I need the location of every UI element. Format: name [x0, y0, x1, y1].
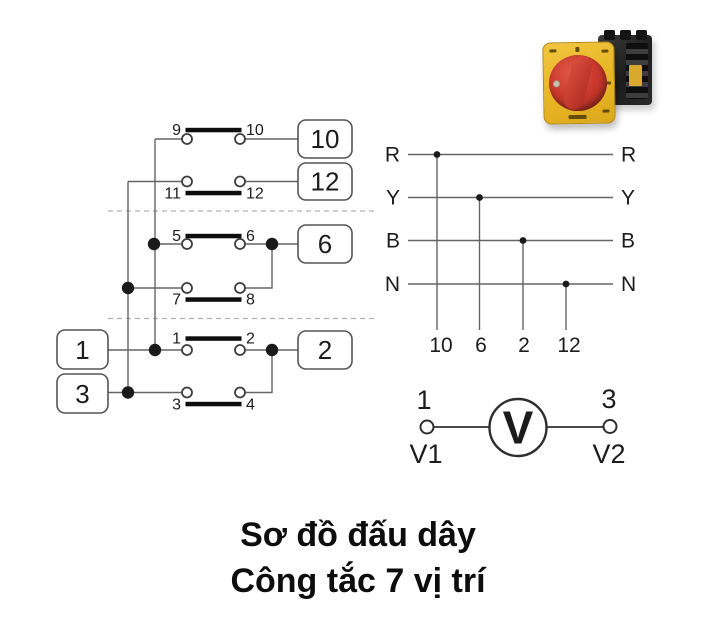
contact-row-1-2: 1 2	[172, 331, 255, 356]
junction-dot	[121, 386, 135, 399]
caption: Sơ đồ đấu dây Công tắc 7 vị trí	[12, 512, 704, 604]
terminal-label: 3	[172, 397, 181, 414]
output-box	[297, 330, 353, 370]
voltmeter-terminal-circle	[602, 419, 618, 434]
phase-label-left: Y	[386, 187, 400, 210]
output-box	[297, 224, 353, 264]
terminal-label: 5	[172, 228, 181, 245]
caption-line-1: Sơ đồ đấu dây	[240, 516, 476, 554]
terminal-circle	[181, 238, 193, 250]
switch-terminal-tab	[636, 30, 647, 40]
terminal-circle	[234, 282, 246, 294]
contact-diagram: 9 10 11 12 5 6	[56, 119, 376, 414]
input-box-label: 1	[75, 335, 89, 365]
voltmeter-terminal-number: 1	[416, 385, 431, 415]
tap-dot	[519, 237, 527, 244]
tap-label: 2	[518, 334, 530, 357]
terminal-circle	[234, 133, 246, 145]
contact-bar	[185, 127, 242, 133]
wire	[245, 350, 273, 394]
phase-label-right: N	[621, 273, 636, 296]
voltmeter-terminal-number: 3	[601, 384, 616, 414]
output-box	[297, 162, 353, 201]
terminal-label: 9	[172, 122, 181, 139]
switch-terminal-tab	[604, 30, 615, 40]
tap-dot	[433, 151, 441, 158]
voltmeter-circle	[488, 397, 548, 458]
tap-label: 12	[557, 334, 580, 357]
contact-bar	[185, 190, 242, 196]
phase-label-right: Y	[621, 187, 635, 210]
junction-dots	[121, 237, 279, 399]
tap-dot	[476, 194, 483, 201]
contact-bar	[185, 401, 242, 407]
contact-bar	[185, 297, 242, 302]
input-box	[56, 373, 109, 414]
terminal-label: 4	[246, 397, 255, 414]
contact-row-7-8: 7 8	[172, 282, 255, 309]
terminal-label: 8	[246, 292, 255, 309]
input-box-label: 3	[75, 379, 89, 409]
voltmeter: V 1 V1 3 V2	[409, 384, 625, 469]
contact-bar	[185, 233, 242, 239]
output-boxes: 10 12 6 2	[297, 119, 353, 370]
switch-label-patch	[629, 65, 642, 86]
output-box	[297, 119, 353, 159]
terminal-label: 1	[172, 331, 181, 348]
terminal-circle	[181, 133, 193, 145]
contact-row-5-6: 5 6	[172, 228, 255, 250]
contact-row-9-10: 9 10	[172, 122, 264, 145]
caption-line-2: Công tắc 7 vị trí	[230, 562, 486, 600]
phase-label-right: B	[621, 230, 635, 253]
voltmeter-symbol: V	[503, 402, 534, 454]
output-box-label: 6	[318, 229, 332, 259]
terminal-circle	[234, 175, 246, 188]
input-box	[56, 329, 109, 370]
voltmeter-terminal-name: V2	[592, 439, 625, 469]
junction-dot	[148, 343, 162, 357]
terminal-label: 6	[246, 228, 255, 245]
phase-label-right: R	[621, 144, 636, 167]
output-box-label: 10	[311, 124, 340, 154]
tap-label: 10	[429, 334, 452, 357]
output-box-label: 2	[318, 335, 332, 365]
junction-dot	[265, 343, 279, 357]
phase-label-left: N	[385, 273, 400, 296]
terminal-label: 11	[164, 186, 181, 203]
junction-dot	[121, 281, 135, 295]
phase-label-left: B	[386, 230, 400, 253]
switch-terminal-tab	[620, 30, 631, 40]
input-boxes: 1 3	[56, 329, 109, 414]
phase-label-left: R	[385, 144, 400, 167]
phase-diagram: R Y B N R Y B N 10 6 2 12	[385, 144, 636, 358]
terminal-circle	[234, 238, 246, 250]
contact-row-3-4: 3 4	[172, 386, 255, 414]
terminal-label: 12	[246, 186, 264, 203]
voltmeter-terminal-circle	[419, 419, 435, 435]
terminal-circle	[181, 344, 193, 356]
junction-dot	[147, 237, 161, 251]
terminal-label: 7	[172, 292, 181, 309]
wire	[245, 244, 273, 289]
output-box-label: 12	[311, 167, 340, 197]
contact-row-11-12: 11 12	[164, 175, 264, 203]
rotary-switch-photo	[542, 28, 655, 126]
terminal-circle	[181, 175, 193, 188]
contact-bar	[185, 336, 242, 341]
terminal-circle	[181, 282, 193, 294]
terminal-label: 2	[246, 331, 255, 348]
tap-label: 6	[475, 334, 487, 357]
terminal-circle	[234, 386, 246, 399]
voltmeter-terminal-name: V1	[409, 439, 442, 469]
junction-dot	[265, 237, 279, 251]
terminal-circle	[181, 386, 193, 399]
terminal-circle	[234, 344, 246, 356]
terminal-label: 10	[246, 122, 264, 139]
tap-dot	[562, 280, 570, 288]
